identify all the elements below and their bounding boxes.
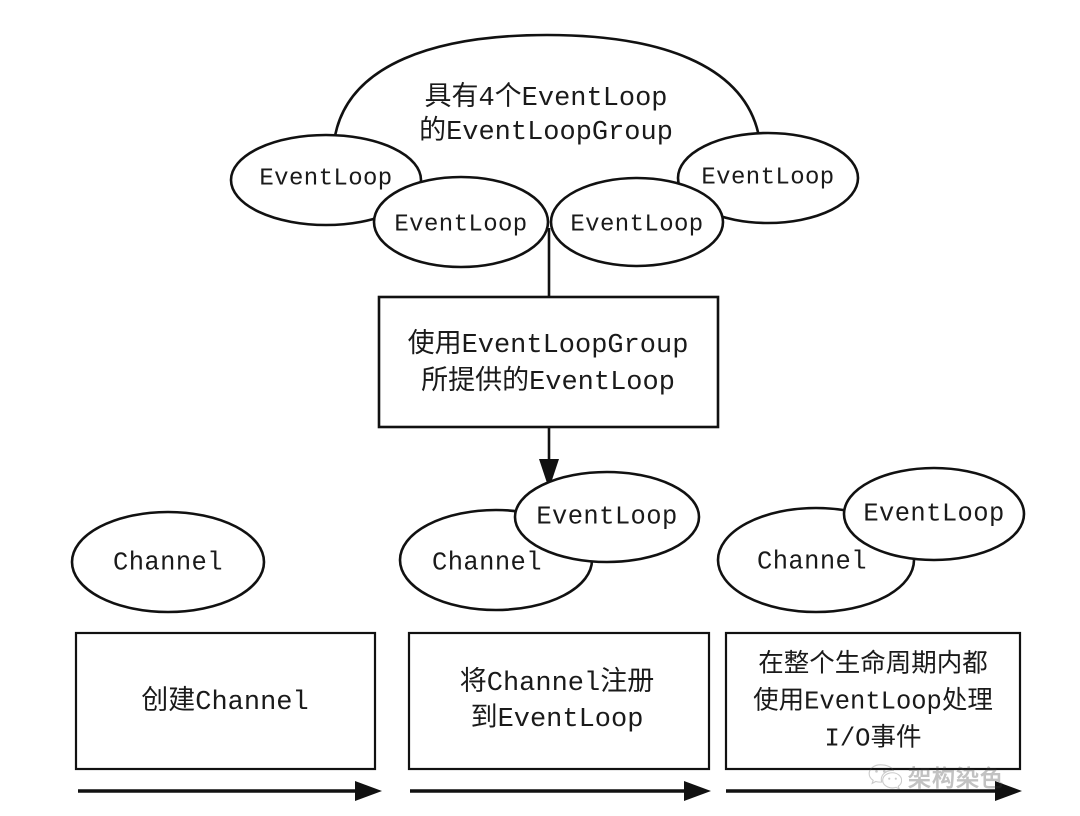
- column-handle-io-events: EventLoop Channel 在整个生命周期内都 使用EventLoop处…: [716, 466, 1026, 771]
- channel-label-col2: Channel: [432, 549, 542, 578]
- timeline-arrow-2: [410, 781, 711, 801]
- cloud-eventloop-ellipse-3: [549, 176, 725, 268]
- channel-ellipse-col1: [70, 510, 266, 614]
- use-eventloopgroup-box-rect: [377, 295, 720, 429]
- cloud-outline-arc: [332, 33, 762, 143]
- handle-io-events-box: [724, 631, 1022, 771]
- cloud-eventloop-label-4: EventLoop: [701, 164, 834, 191]
- eventloop-label-col2: EventLoop: [536, 503, 677, 532]
- eventloop-ellipse-col2: [513, 470, 701, 564]
- cloud-caption-line-2: 的EventLoopGroup: [419, 115, 673, 148]
- cloud-eventloop-ellipse-4: [676, 131, 860, 225]
- timeline-arrow-3-head: [995, 781, 1022, 801]
- cloud-caption-line-1: 具有4个EventLoop: [424, 81, 667, 114]
- box-to-eventloop-arrow-head: [539, 459, 559, 489]
- column-register-channel: EventLoop Channel 将Channel注册 到EventLoop: [398, 470, 711, 771]
- timeline-arrow-2-head: [684, 781, 711, 801]
- timeline-arrow-3: [726, 781, 1022, 801]
- cloud-eventloop-ellipse-1: [229, 133, 423, 227]
- use-eventloopgroup-line-1: 使用EventLoopGroup: [408, 328, 689, 361]
- channel-label-col3: Channel: [757, 548, 867, 577]
- eventloop-ellipse-col3: [842, 466, 1026, 562]
- channel-label-col1: Channel: [113, 549, 223, 578]
- handle-io-events-box-line-1: 在整个生命周期内都: [758, 650, 988, 680]
- create-channel-box: [74, 631, 377, 771]
- create-channel-box-line-1: 创建Channel: [141, 685, 308, 718]
- event-loop-group-cloud: EventLoop EventLoop EventLoop EventLoop …: [229, 33, 860, 269]
- register-channel-box-line-2: 到EventLoop: [471, 703, 644, 735]
- use-eventloopgroup-line-2: 所提供的EventLoop: [421, 365, 675, 398]
- handle-io-events-box-line-2: 使用EventLoop处理: [753, 687, 993, 717]
- use-eventloopgroup-box: 使用EventLoopGroup 所提供的EventLoop: [377, 295, 720, 429]
- eventloop-label-col3: EventLoop: [863, 500, 1004, 529]
- handle-io-events-box-line-3: I/O事件: [825, 724, 922, 754]
- cloud-eventloop-label-2: EventLoop: [394, 211, 527, 238]
- timeline-arrow-1: [78, 781, 382, 801]
- timeline-arrow-1-head: [355, 781, 382, 801]
- cloud-eventloop-label-3: EventLoop: [570, 211, 703, 238]
- register-channel-box: [407, 631, 711, 771]
- column-create-channel: Channel 创建Channel: [70, 510, 377, 771]
- box-to-eventloop-arrow: [539, 427, 559, 489]
- register-channel-box-line-1: 将Channel注册: [460, 666, 654, 699]
- cloud-eventloop-label-1: EventLoop: [259, 165, 392, 192]
- cloud-eventloop-ellipse-2: [372, 175, 550, 269]
